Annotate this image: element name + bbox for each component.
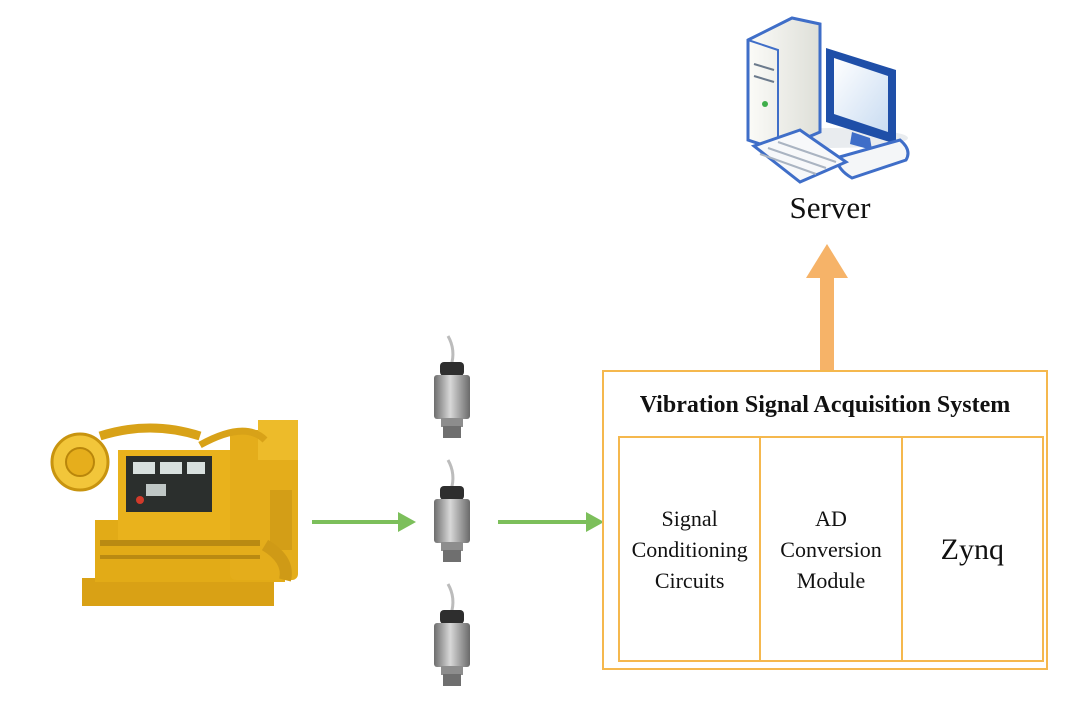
- vibration-sensor-icon: [434, 459, 470, 562]
- module-signal-conditioning: Signal Conditioning Circuits: [631, 505, 748, 593]
- signal-arrow-engine-to-sensors: [312, 512, 416, 532]
- signal-arrow-sensors-to-system: [498, 512, 604, 532]
- module-ad-conversion: AD Conversion Module: [759, 438, 900, 660]
- module-row: Signal Conditioning Circuits AD Conversi…: [618, 436, 1044, 662]
- vibration-sensor-icon: [434, 335, 470, 438]
- upload-arrow-system-to-server: [806, 244, 848, 370]
- acquisition-system-box: Vibration Signal Acquisition System Sign…: [602, 370, 1048, 670]
- system-title: Vibration Signal Acquisition System: [639, 392, 1011, 418]
- module-zynq: Zynq: [900, 438, 1042, 660]
- diesel-engine-icon: [50, 420, 298, 606]
- server-label: Server: [789, 190, 871, 225]
- server-computer-icon: [746, 16, 910, 184]
- vibration-sensor-icon: [434, 583, 470, 686]
